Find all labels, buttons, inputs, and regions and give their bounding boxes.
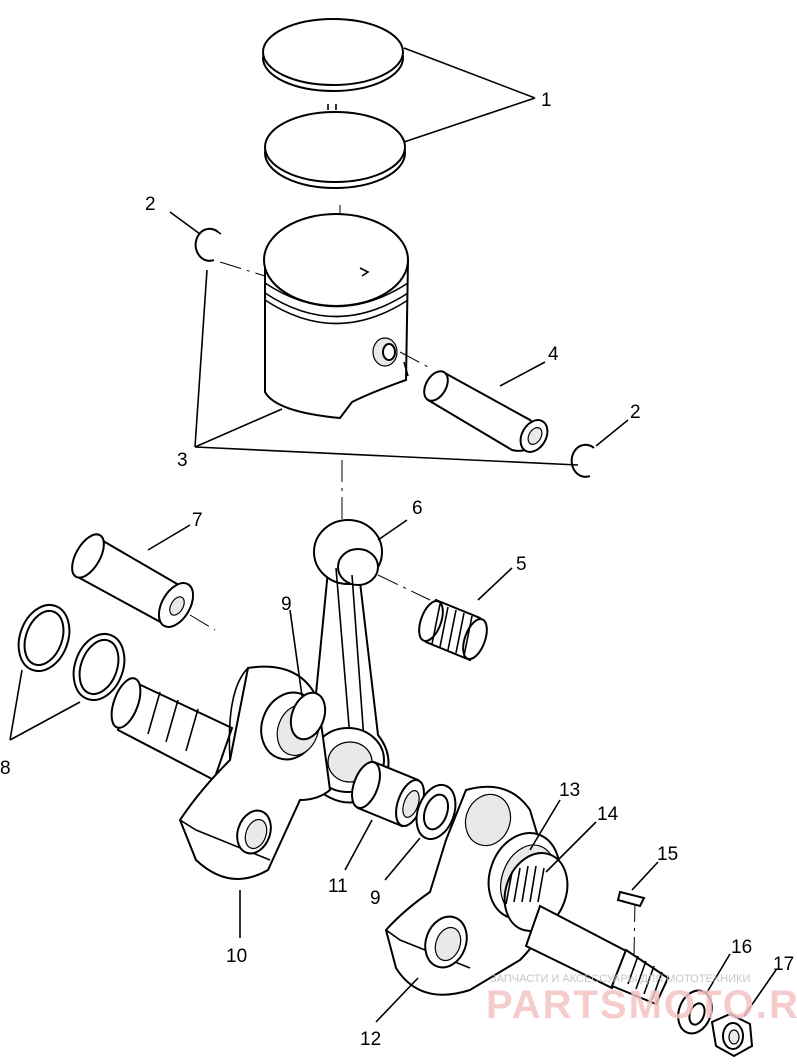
crank-thrust-washer-left <box>289 691 327 741</box>
needle-bearing-small-end <box>418 598 488 662</box>
callout-9-lower: 9 <box>370 888 381 909</box>
callout-15: 15 <box>657 844 678 865</box>
callout-labels: 1 2 2 3 4 5 6 7 8 9 9 10 11 12 13 14 15 … <box>0 90 794 1050</box>
callout-16: 16 <box>731 937 752 958</box>
callout-8: 8 <box>0 758 11 779</box>
callout-5: 5 <box>516 554 527 575</box>
callout-7: 7 <box>192 510 203 531</box>
callout-12: 12 <box>360 1029 381 1050</box>
crankshaft-nut <box>710 1012 754 1058</box>
callout-3: 3 <box>177 450 188 471</box>
callout-17: 17 <box>773 954 794 975</box>
callout-10: 10 <box>226 946 247 967</box>
piston-ring-lower <box>264 104 406 189</box>
piston-pin <box>423 370 549 453</box>
lock-washer <box>677 989 713 1035</box>
callout-6: 6 <box>412 498 423 519</box>
circlip-right <box>570 443 595 478</box>
callout-4: 4 <box>548 344 559 365</box>
piston-ring-upper <box>262 18 404 92</box>
piston <box>263 213 410 420</box>
crankshaft-right-half <box>384 785 552 996</box>
crankshaft-left-half <box>110 665 332 880</box>
callout-14: 14 <box>597 804 619 825</box>
watermark-tagline: ЗАПЧАСТИ И АКСЕССУАРЫ ДЛЯ МОТОТЕХНИКИ <box>490 973 750 985</box>
connecting-rod <box>305 519 390 804</box>
crank-seal-inner <box>72 633 126 701</box>
callout-2-left: 2 <box>145 194 156 215</box>
callout-1: 1 <box>541 90 552 111</box>
watermark-brand: PARTSMOTO.RU <box>486 983 797 1027</box>
crank-thrust-washer-right <box>415 783 457 841</box>
watermark: ЗАПЧАСТИ И АКСЕССУАРЫ ДЛЯ МОТОТЕХНИКИ PA… <box>486 973 797 1027</box>
callout-2-right: 2 <box>630 402 641 423</box>
callout-9-upper: 9 <box>281 594 292 615</box>
woodruff-key <box>616 890 646 908</box>
crank-pin <box>71 533 195 628</box>
crank-seal-outer <box>17 604 71 672</box>
circlip-left <box>194 227 222 262</box>
callout-13: 13 <box>559 780 580 801</box>
crankshaft-tapered-end <box>524 899 670 1006</box>
callout-11: 11 <box>328 876 348 897</box>
leader-lines <box>9 47 777 1023</box>
